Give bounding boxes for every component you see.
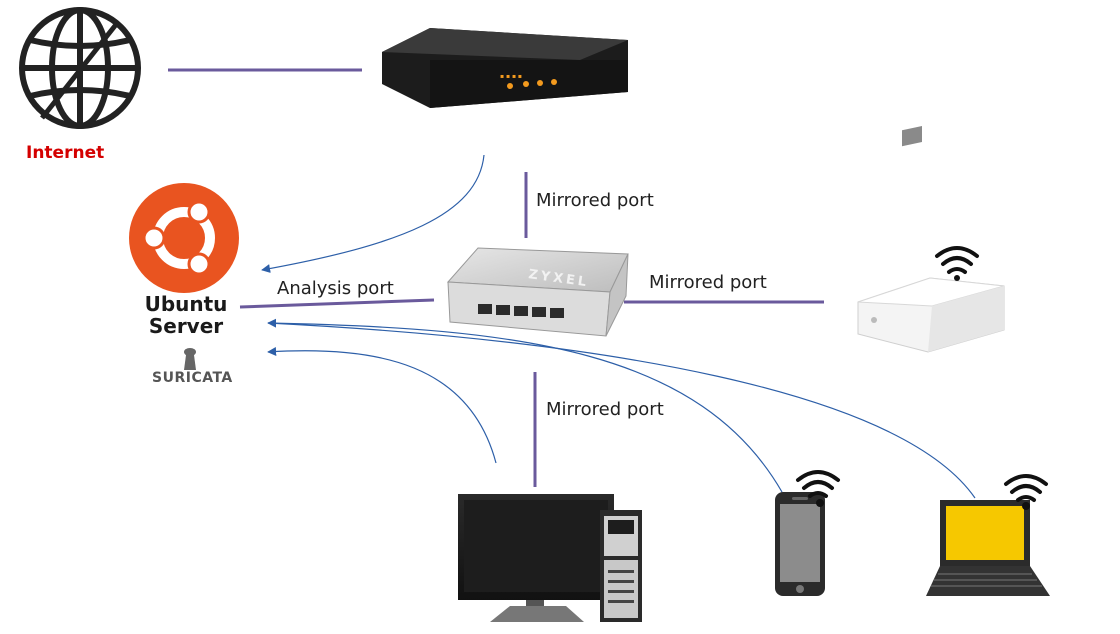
laptop-icon [926, 500, 1050, 596]
link-switch-server [239, 298, 435, 309]
traffic-arrows [261, 154, 976, 499]
globe-icon [19, 7, 141, 129]
arrow-desktop-to-server [267, 347, 497, 464]
arrow-router-to-server [261, 154, 485, 273]
wifi-icon [935, 246, 979, 281]
desktop-computer-icon [458, 494, 642, 622]
port-label-bottom: Mirrored port [546, 399, 664, 420]
wifi-icon [796, 470, 840, 498]
physical-links [168, 68, 824, 487]
ubuntu-logo-icon [129, 183, 239, 293]
port-label-analysis: Analysis port [277, 278, 394, 299]
suricata-meerkat-icon [184, 348, 196, 370]
wireless-access-point-icon [857, 126, 1005, 353]
smartphone-icon [775, 492, 825, 596]
svg-text:▪ ▪ ▪ ▪: ▪ ▪ ▪ ▪ [500, 73, 522, 80]
suricata-label: SURICATA [152, 370, 233, 386]
port-label-top: Mirrored port [536, 190, 654, 211]
arrow-laptop-to-server [267, 322, 976, 499]
arrow-phone-to-server [267, 318, 783, 493]
internet-label: Internet [26, 143, 105, 163]
ubuntu-server-line2: Server [148, 314, 224, 338]
port-label-right: Mirrored port [649, 272, 767, 293]
router-icon: ▪ ▪ ▪ ▪ [382, 28, 628, 108]
ubuntu-server-line1: Ubuntu [144, 292, 228, 316]
wifi-icon [1004, 474, 1048, 502]
network-switch-icon: ZYXEL [446, 247, 629, 337]
ubuntu-server-label: Ubuntu Server [143, 293, 229, 337]
